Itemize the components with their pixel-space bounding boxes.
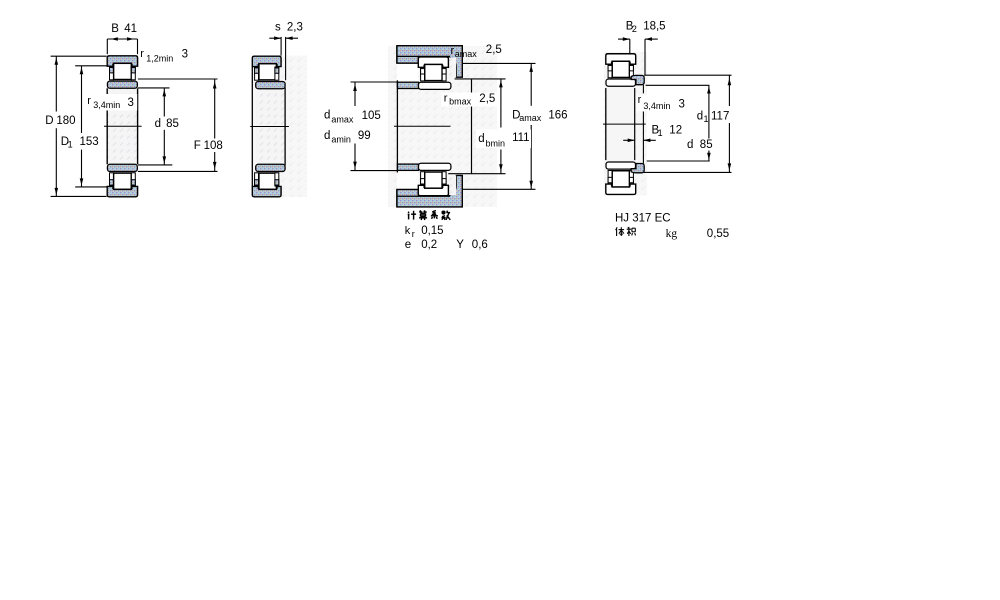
svg-text:153: 153 — [80, 136, 99, 148]
svg-text:d: d — [324, 130, 330, 142]
svg-text:1,2min: 1,2min — [146, 54, 173, 64]
svg-text:r: r — [444, 93, 448, 105]
svg-text:1: 1 — [658, 128, 663, 138]
svg-text:k: k — [405, 225, 411, 237]
svg-text:18,5: 18,5 — [643, 21, 665, 33]
svg-text:2,5: 2,5 — [486, 44, 502, 56]
svg-text:amax: amax — [455, 49, 478, 59]
svg-text:B: B — [626, 21, 634, 33]
svg-text:0,6: 0,6 — [472, 239, 488, 251]
svg-text:s: s — [275, 22, 281, 34]
svg-text:D: D — [45, 115, 53, 127]
svg-text:111: 111 — [512, 132, 529, 144]
svg-text:D: D — [61, 136, 69, 148]
svg-text:12: 12 — [669, 124, 682, 136]
svg-text:r: r — [87, 95, 91, 107]
svg-text:d: d — [687, 139, 693, 151]
svg-text:Y: Y — [456, 239, 464, 251]
svg-text:2,5: 2,5 — [479, 93, 495, 105]
svg-text:r: r — [412, 229, 415, 239]
svg-text:d: d — [697, 110, 703, 122]
svg-text:3: 3 — [128, 97, 134, 109]
svg-text:bmin: bmin — [486, 138, 506, 148]
svg-text:3,4min: 3,4min — [643, 101, 670, 111]
svg-text:41: 41 — [124, 23, 137, 35]
svg-text:108: 108 — [204, 140, 223, 152]
svg-text:amax: amax — [331, 114, 354, 124]
svg-text:85: 85 — [166, 118, 179, 130]
svg-text:85: 85 — [700, 139, 713, 151]
svg-text:HJ 317 EC: HJ 317 EC — [615, 213, 671, 225]
svg-text:r: r — [451, 45, 455, 57]
svg-text:105: 105 — [362, 110, 381, 122]
svg-text:amin: amin — [331, 135, 351, 145]
svg-text:0,15: 0,15 — [421, 225, 443, 237]
svg-text:r: r — [638, 94, 642, 106]
svg-text:F: F — [194, 140, 201, 152]
svg-text:B: B — [111, 23, 119, 35]
svg-text:D: D — [512, 109, 520, 121]
svg-text:3: 3 — [182, 48, 188, 60]
svg-text:180: 180 — [56, 115, 75, 127]
svg-text:0,55: 0,55 — [707, 228, 729, 240]
svg-text:0,2: 0,2 — [421, 239, 437, 251]
svg-text:kg: kg — [666, 228, 678, 240]
svg-text:B: B — [652, 124, 660, 136]
svg-text:3: 3 — [679, 99, 685, 111]
svg-text:1: 1 — [68, 140, 73, 150]
svg-text:d: d — [155, 118, 161, 130]
svg-text:1: 1 — [704, 114, 709, 124]
svg-text:99: 99 — [358, 130, 371, 142]
svg-text:166: 166 — [548, 109, 567, 121]
svg-text:d: d — [324, 110, 330, 122]
svg-text:2: 2 — [632, 24, 637, 34]
svg-text:r: r — [140, 48, 144, 60]
svg-text:117: 117 — [711, 110, 729, 122]
svg-text:3,4min: 3,4min — [93, 100, 120, 110]
svg-text:amax: amax — [519, 113, 542, 123]
svg-text:bmax: bmax — [449, 97, 472, 107]
svg-text:2,3: 2,3 — [287, 22, 303, 34]
svg-text:e: e — [405, 239, 411, 251]
svg-text:d: d — [478, 133, 484, 145]
